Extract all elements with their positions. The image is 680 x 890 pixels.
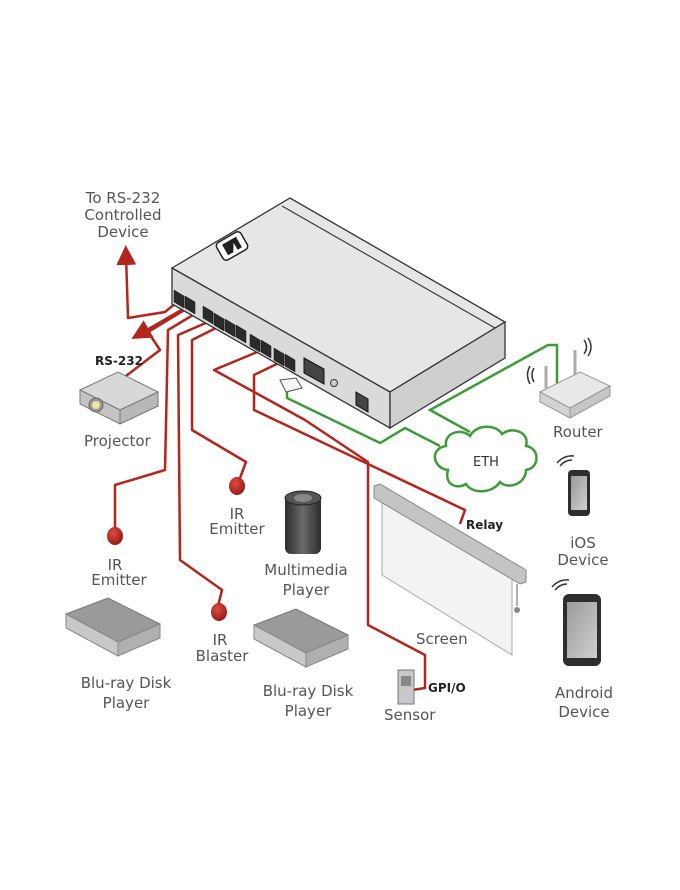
svg-text:Device: Device xyxy=(557,551,608,569)
svg-text:Blaster: Blaster xyxy=(196,647,250,665)
multimedia-player-device xyxy=(284,490,322,554)
brand-logo-icon xyxy=(215,231,249,261)
ios-label: iOS Device xyxy=(557,534,608,569)
multimedia-player-label: Multimedia Player xyxy=(264,561,347,599)
ir-emitter-1-icon xyxy=(107,527,123,545)
svg-text:Device: Device xyxy=(558,703,609,721)
svg-text:Player: Player xyxy=(285,702,333,720)
projector-device xyxy=(78,371,160,425)
eth-label: ETH xyxy=(473,455,499,470)
bluray-player-2-label: Blu-ray Disk Player xyxy=(263,682,354,720)
svg-text:Blu-ray Disk: Blu-ray Disk xyxy=(81,674,172,692)
svg-text:Player: Player xyxy=(283,581,331,599)
ir-emitter-2-cable xyxy=(190,326,248,479)
projector-label: Projector xyxy=(84,432,151,450)
ethernet-plug xyxy=(279,377,303,393)
relay-cable xyxy=(252,358,467,525)
terminal-block-ports xyxy=(173,289,296,373)
eth-cable-device-to-cloud xyxy=(285,392,441,448)
ir-emitter-2-icon xyxy=(229,477,245,495)
ir-blaster-icon xyxy=(211,603,227,621)
ethernet-cables xyxy=(285,343,559,448)
eth-cloud: ETH xyxy=(433,425,538,493)
ir-blaster-cable xyxy=(176,320,224,607)
wifi-icon-ios xyxy=(556,455,575,467)
screen-label: Screen xyxy=(416,630,468,648)
android-label: Android Device xyxy=(555,684,613,721)
sensor-device xyxy=(397,669,415,705)
wifi-icon-android xyxy=(551,579,570,591)
control-gateway-device xyxy=(170,197,507,430)
ir-emitter-1-label: IR Emitter xyxy=(91,556,147,589)
gpio-cable xyxy=(212,348,427,692)
router-device xyxy=(538,350,612,419)
sensor-label: Sensor xyxy=(384,706,436,724)
wifi-icon-router xyxy=(526,337,592,385)
svg-text:Emitter: Emitter xyxy=(91,571,147,589)
relay-label: Relay xyxy=(466,518,503,532)
bluray-player-1-device xyxy=(64,597,162,657)
svg-text:Blu-ray Disk: Blu-ray Disk xyxy=(263,682,354,700)
svg-text:IR: IR xyxy=(213,631,228,649)
eth-cable-cloud-to-router xyxy=(427,343,559,434)
lan-port xyxy=(303,357,325,385)
router-label: Router xyxy=(553,423,604,441)
svg-text:Device: Device xyxy=(97,223,148,241)
ir-emitter-1-cable xyxy=(113,310,199,530)
power-jack xyxy=(355,391,369,413)
android-device xyxy=(563,594,601,666)
svg-text:Controlled: Controlled xyxy=(84,206,161,224)
rs232-target-label: To RS-232 Controlled Device xyxy=(84,189,161,241)
ir-emitter-2-label: IR Emitter xyxy=(209,505,265,538)
svg-text:To RS-232: To RS-232 xyxy=(85,189,161,207)
svg-text:Multimedia: Multimedia xyxy=(264,561,347,579)
svg-text:iOS: iOS xyxy=(570,534,596,552)
svg-text:Android: Android xyxy=(555,684,613,702)
rs232-port-label: RS-232 xyxy=(95,354,143,368)
gpio-label: GPI/O xyxy=(428,681,466,695)
factory-reset-button xyxy=(330,379,338,387)
svg-text:IR: IR xyxy=(230,505,245,523)
svg-text:IR: IR xyxy=(108,556,123,574)
bluray-player-1-label: Blu-ray Disk Player xyxy=(81,674,172,712)
svg-text:Player: Player xyxy=(103,694,151,712)
ir-blaster-label: IR Blaster xyxy=(196,631,250,665)
projection-screen-device xyxy=(373,483,527,656)
rs232-projector-cable xyxy=(117,307,187,383)
bluray-player-2-device xyxy=(252,608,350,668)
ios-device xyxy=(568,470,590,516)
svg-text:Emitter: Emitter xyxy=(209,520,265,538)
